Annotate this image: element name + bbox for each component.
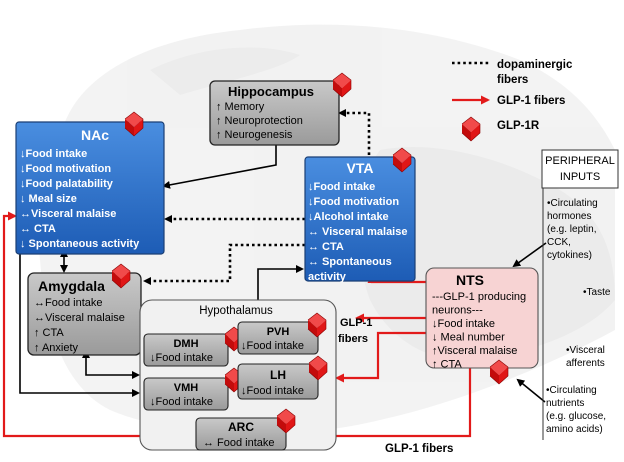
- vta-lines-line: ↓Alcohol intake: [308, 211, 389, 223]
- nac-box: NAc ↓Food intake ↓Food motivation ↓Food pa…: [15, 111, 165, 255]
- arc-box: ARC ↔ Food intake: [195, 408, 296, 451]
- nac-lines-line: ↔ CTA: [20, 223, 56, 235]
- hippo-to-nac-arrow: [162, 145, 277, 189]
- per-nutrients-line: (e.g. glucose,: [546, 411, 606, 422]
- legend-glp1r-label: GLP-1R: [497, 120, 540, 132]
- vmh-box: VMH ↓Food intake: [143, 367, 244, 411]
- arc-effect: ↔ Food intake: [203, 437, 275, 449]
- taste-input: •Taste: [583, 287, 611, 298]
- nts-lines-line: ↑Visceral malaise: [432, 345, 517, 357]
- nts-lines-line: ---GLP-1 producing: [432, 291, 526, 303]
- legend-glp1-fibers-label: GLP-1 fibers: [497, 95, 565, 107]
- nac-lines-line: ↓Food intake: [20, 148, 87, 160]
- lh-effect: ↓Food intake: [241, 385, 304, 397]
- amyg-lines-line: ↔Visceral malaise: [34, 312, 125, 324]
- nts-to-nac-glp1: [2, 211, 472, 438]
- vta-lines: ↓Food intake ↓Food motivation ↓Alcohol int…: [308, 181, 407, 283]
- circulating-hormones: •Circulating hormones (e.g. leptin, CCK, cyt…: [547, 198, 598, 261]
- vmh-effect: ↓Food intake: [150, 396, 213, 408]
- hippo-lines-line: ↑ Neuroprotection: [216, 115, 303, 127]
- per-hormones-line: cytokines): [547, 250, 592, 261]
- nac-lines-line: ↓ Spontaneous activity: [20, 238, 140, 250]
- legend-dopamine-word: fibers: [497, 74, 528, 86]
- hippocampus-box: Hippocampus ↑ Memory ↑ Neuroprotection ↑ N…: [209, 72, 352, 146]
- pvh-effect: ↓Food intake: [241, 340, 304, 352]
- per-hormones-line: •Circulating: [547, 198, 598, 209]
- per-visceral-line: •Visceral: [566, 345, 605, 356]
- nts-box: NTS ---GLP-1 producing neurons---↓Food in…: [425, 267, 539, 385]
- circulating-nutrients: •Circulating nutrients (e.g. glucose, amino…: [546, 385, 606, 435]
- nutrients-to-nts-arrow: [516, 378, 546, 403]
- glp1-fibers-bottom-label: GLP-1 fibers: [385, 443, 453, 455]
- dmh-box: DMH ↓Food intake: [143, 326, 244, 367]
- vta-lines-line: ↓Food motivation: [308, 196, 399, 208]
- hippo-lines-line: ↑ Neurogenesis: [216, 129, 293, 141]
- per-visceral-line: afferents: [566, 358, 605, 369]
- nts-lines-line: ↓Food intake: [432, 318, 495, 330]
- legend: dopaminergic fibers GLP-1 fibers GLP-1R: [452, 59, 573, 142]
- hippo-lines-line: ↑ Memory: [216, 101, 265, 113]
- peripheral-to-nts-arrow: [512, 242, 547, 268]
- nac-lines-line: ↔Visceral malaise: [20, 208, 116, 220]
- hippocampus-lines: ↑ Memory ↑ Neuroprotection ↑ Neurogenesis: [216, 101, 303, 141]
- vta-lines-line: ↓Food intake: [308, 181, 375, 193]
- amygdala-lines: ↔Food intake ↔Visceral malaise ↑ CTA ↑ Anxi…: [34, 297, 125, 354]
- nac-lines: ↓Food intake ↓Food motivation ↓Food palata…: [20, 148, 140, 250]
- amyg-lines-line: ↑ CTA: [34, 327, 64, 339]
- vta-lines-line: activity: [308, 271, 347, 283]
- nac-lines-line: ↓ Meal size: [20, 193, 77, 205]
- glp1-fibers-mid-label-2: fibers: [338, 333, 368, 345]
- pvh-title: PVH: [267, 326, 290, 338]
- per-hormones-line: CCK,: [547, 237, 571, 248]
- hippocampus-title: Hippocampus: [228, 84, 314, 99]
- visceral-afferents: •Visceral afferents: [566, 345, 605, 369]
- nts-lines-line: ↑ CTA: [432, 359, 462, 371]
- hypothalamus-title: Hypothalamus: [199, 305, 273, 317]
- vta-title: VTA: [347, 160, 374, 176]
- amyg-lines-line: ↔Food intake: [34, 297, 102, 309]
- vta-lines-line: ↔ Spontaneous: [308, 256, 392, 268]
- vta-lines-line: ↔ CTA: [308, 241, 344, 253]
- nts-lines-line: neurons---: [432, 305, 483, 317]
- legend-dopamine-word: dopaminergic: [497, 59, 573, 71]
- nts-to-lh-glp1: [335, 331, 426, 383]
- per-hormones-line: hormones: [547, 211, 591, 222]
- vta-to-amygdala-dopamine: [143, 243, 305, 285]
- lh-box: LH ↓Food intake: [237, 355, 328, 400]
- per-nutrients-line: amino acids): [546, 424, 603, 435]
- hypothalamus-box: Hypothalamus DMH ↓Food intake PVH ↓Food …: [139, 299, 337, 451]
- nac-lines-line: ↓Food motivation: [20, 163, 111, 175]
- vta-box: VTA ↓Food intake ↓Food motivation ↓Alcohol…: [304, 147, 416, 283]
- vta-lines-line: ↔ Visceral malaise: [308, 226, 407, 238]
- amygdala-vmh-arrow: [82, 350, 140, 379]
- dmh-effect: ↓Food intake: [150, 352, 213, 364]
- amygdala-title: Amygdala: [38, 278, 105, 294]
- legend-dopamine-label: dopaminergic fibers: [497, 59, 573, 86]
- amygdala-box: Amygdala ↔Food intake ↔Visceral malaise ↑ …: [27, 263, 142, 356]
- vmh-title: VMH: [174, 382, 199, 394]
- pvh-box: PVH ↓Food intake: [237, 312, 327, 355]
- per-nutrients-line: nutrients: [546, 398, 584, 409]
- peripheral-title-1: PERIPHERAL: [545, 155, 615, 167]
- lh-title: LH: [270, 368, 286, 382]
- glp1-fibers-mid-label-1: GLP-1: [340, 317, 372, 329]
- nts-lines-line: ↓ Meal number: [432, 332, 505, 344]
- amyg-lines-line: ↑ Anxiety: [34, 342, 79, 354]
- nac-to-vmh-arrow: [19, 253, 140, 397]
- nts-lines: ---GLP-1 producing neurons---↓Food intake…: [432, 291, 526, 371]
- peripheral-inputs: PERIPHERAL INPUTS •Circulating hormones (e…: [541, 149, 619, 440]
- dmh-title: DMH: [173, 338, 198, 350]
- nac-title: NAc: [81, 127, 109, 143]
- arc-title: ARC: [228, 420, 254, 434]
- peripheral-title-2: INPUTS: [560, 171, 600, 183]
- nts-title: NTS: [456, 272, 484, 288]
- nac-lines-line: ↓Food palatability: [20, 178, 114, 190]
- per-hormones-line: (e.g. leptin,: [547, 224, 596, 235]
- per-nutrients-line: •Circulating: [546, 385, 597, 396]
